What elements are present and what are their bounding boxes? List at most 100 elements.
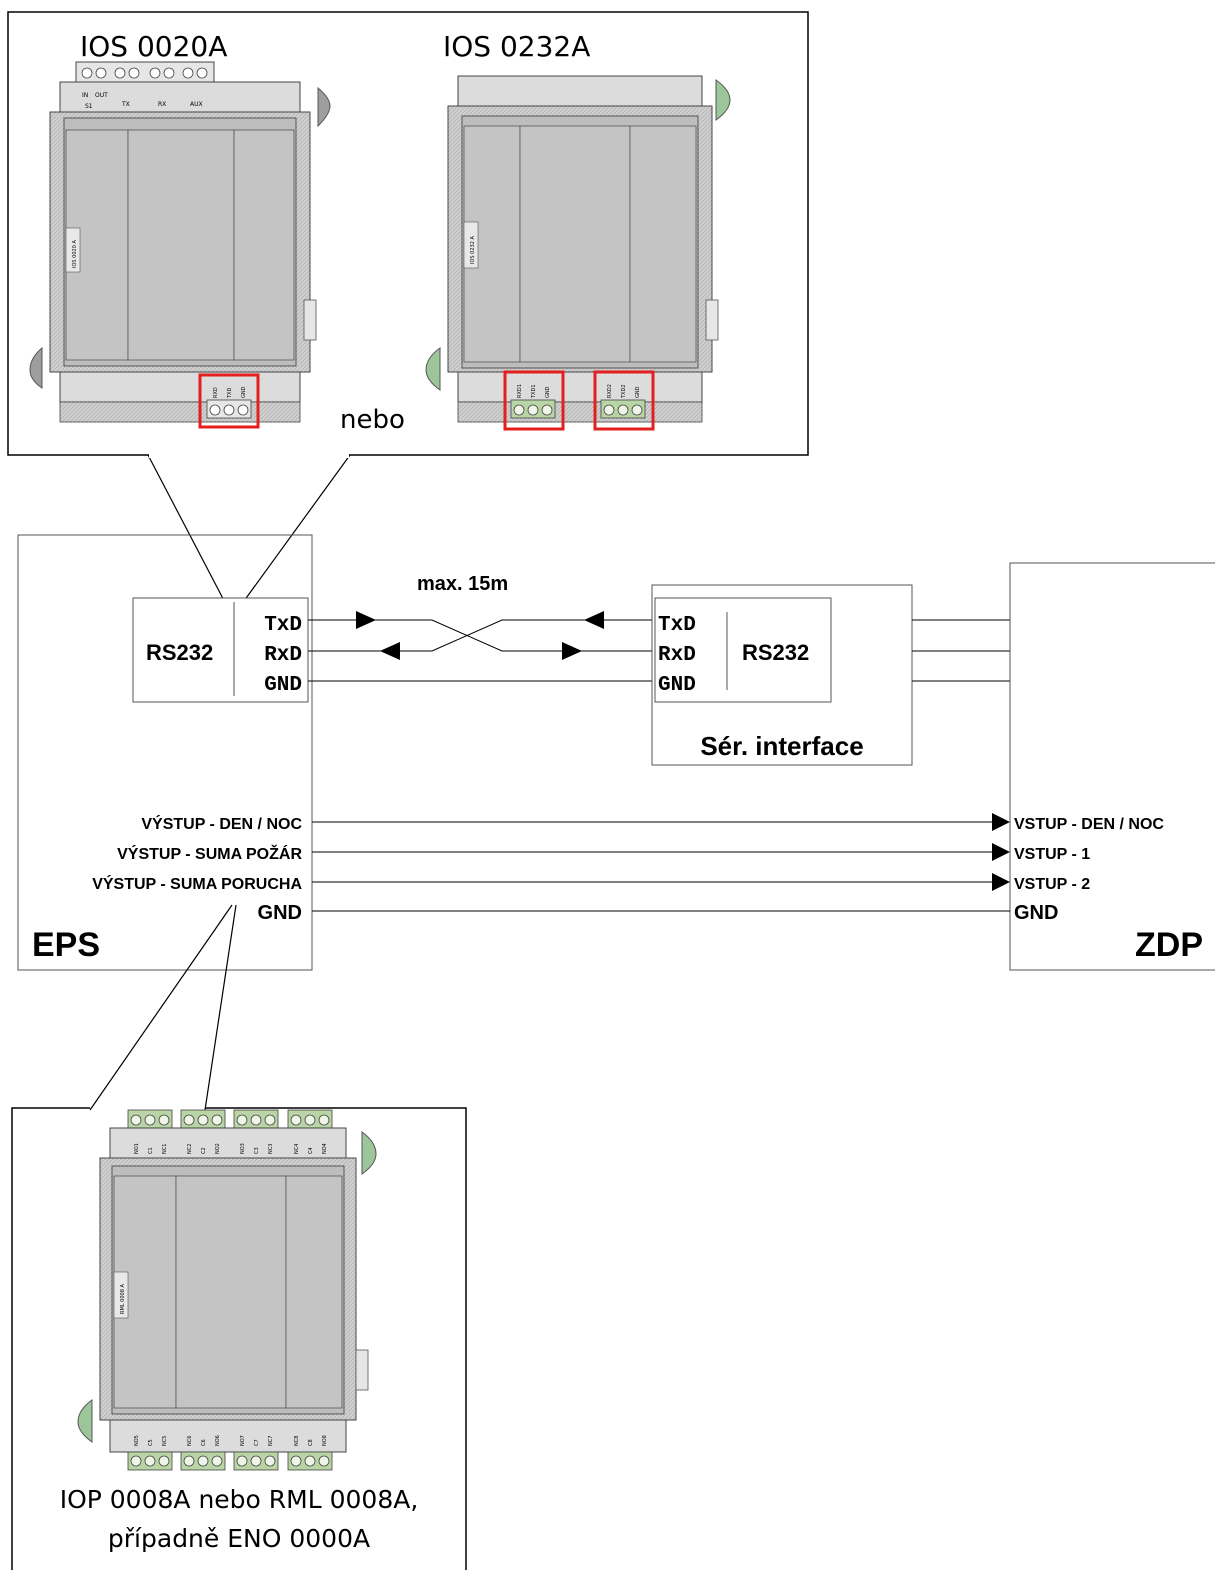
eps-output-day-night: VÝSTUP - DEN / NOC: [141, 814, 302, 833]
relay-bottom-terminal-label: C8: [308, 1439, 314, 1446]
ios0020a-module-image: IN OUT S1 TX RX AUX IOS 0020 A RXD TXD G…: [29, 61, 331, 429]
relay-top-terminal-label: C2: [201, 1147, 207, 1154]
relay-top-terminal-label: NC3: [268, 1144, 274, 1154]
relay-side-text: RML 0008 A: [120, 1284, 126, 1314]
serial-to-zdp-wiring: [912, 619, 1010, 682]
terminal-s1-label: S1: [85, 103, 93, 110]
relay-bottom-terminal-label: NC6: [187, 1436, 193, 1446]
relay-top-terminal-label: NC1: [162, 1144, 168, 1154]
arrow-right-icon: [562, 642, 582, 660]
serial-rs232-port: [654, 597, 832, 703]
din-clip-icon: [317, 86, 331, 128]
arrow-right-icon: [356, 611, 376, 629]
terminal-rxd-label: RXD: [213, 387, 219, 398]
bottom-callout: NO1 C1 NC1 NC2 C2 NO2 NO3 C3 NC3 NC4 C4 NO4 RML 000…: [11, 904, 467, 1570]
zdp-gnd: GND: [1014, 902, 1058, 924]
or-label: nebo: [340, 405, 405, 435]
relay-caption-line2: případně ENO 0000A: [108, 1524, 370, 1553]
output-wiring: [312, 821, 1010, 912]
arrow-left-icon: [584, 611, 604, 629]
terminal-rxd1-label: RXD1: [517, 384, 523, 398]
serial-rxd-label: RxD: [658, 644, 696, 667]
relay-bottom-terminal-label: NO8: [322, 1435, 328, 1446]
relay-module-image: NO1 C1 NC1 NC2 C2 NO2 NO3 C3 NC3 NC4 C4 NO4 RML 000…: [77, 1109, 377, 1471]
relay-bottom-terminal-label: NC8: [294, 1436, 300, 1446]
callout-pointer-right: [204, 904, 237, 1111]
module-label-ios0020a: IOS 0020A: [80, 30, 227, 63]
eps-output-gnd: GND: [258, 902, 302, 924]
eps-rs232-label: RS232: [146, 640, 213, 665]
serial-txd-label: TxD: [658, 614, 696, 637]
din-clip-icon: [29, 346, 43, 389]
relay-top-terminal-label: NO1: [134, 1143, 140, 1154]
relay-bottom-terminal-label: C7: [254, 1439, 260, 1446]
relay-top-terminal-label: NO3: [240, 1143, 246, 1154]
din-clip-icon: [361, 1131, 377, 1175]
relay-bottom-terminal-label: NC5: [162, 1436, 168, 1446]
callout-pointer-right: [235, 454, 351, 613]
wire-eps-rxd: [308, 619, 652, 652]
serial-interface: TxD RxD GND RS232 Sér. interface: [651, 584, 913, 766]
arrow-left-icon: [380, 642, 400, 660]
zdp-input-day-night: VSTUP - DEN / NOC: [1014, 816, 1164, 833]
module2-side-text: IOS 0232 A: [470, 236, 476, 264]
terminal-tx-label: TX: [121, 101, 130, 108]
serial-rs232-label: RS232: [742, 640, 809, 665]
zdp-label: ZDP: [1135, 926, 1203, 964]
zdp-input-1: VSTUP - 1: [1014, 846, 1090, 863]
callout-pointer-left: [147, 454, 231, 613]
terminal-txd-label: TXD: [227, 388, 233, 399]
terminal-rx-label: RX: [158, 101, 166, 108]
cable-length-note: max. 15m: [417, 573, 508, 595]
eps-rxd-label: RxD: [264, 644, 302, 667]
module-label-ios0232a: IOS 0232A: [443, 30, 590, 63]
highlight-box-ios0232a-port1: [503, 370, 565, 431]
terminal-txd1-label: TXD1: [531, 384, 537, 399]
top-terminal-block: [75, 61, 215, 85]
terminal-rxd2-label: RXD2: [607, 384, 613, 398]
serial-gnd-label: GND: [658, 674, 696, 697]
relay-caption-line1: IOP 0008A nebo RML 0008A,: [60, 1485, 419, 1514]
module1-side-text: IOS 0020 A: [72, 240, 78, 268]
relay-top-terminal-label: NO2: [215, 1143, 221, 1154]
relay-top-terminal-label: C1: [148, 1147, 154, 1154]
eps-gnd-label: GND: [264, 674, 302, 697]
terminal-in-label: IN: [82, 92, 88, 99]
relay-top-terminal-label: NC4: [294, 1144, 300, 1154]
eps-output-fire-sum: VÝSTUP - SUMA POŽÁR: [117, 844, 302, 863]
top-callout: IOS 0020A IOS 0232A nebo IN OUT S1 TX RX…: [7, 11, 809, 613]
eps-rs232-port: [132, 597, 309, 703]
relay-top-terminal-label: C4: [308, 1147, 314, 1154]
eps-panel: EPS RS232 TxD RxD GND VÝSTUP - DEN / NOC…: [17, 534, 313, 971]
relay-bottom-terminal-label: NO5: [134, 1435, 140, 1446]
terminal-aux-label: AUX: [190, 101, 203, 108]
eps-output-fault-sum: VÝSTUP - SUMA PORUCHA: [92, 874, 302, 893]
zdp-input-2: VSTUP - 2: [1014, 876, 1090, 893]
terminal-gnd-label: GND: [241, 386, 247, 398]
rs232-wiring: max. 15m: [308, 573, 652, 682]
relay-top-terminal-label: C3: [254, 1147, 260, 1154]
terminal-txd2-label: TXD2: [621, 384, 627, 399]
din-clip-icon: [425, 347, 441, 391]
eps-label: EPS: [32, 926, 100, 964]
ios0232a-module-image: IOS 0232 A RXD1 TXD1 GND RXD2 TXD2 GND: [425, 75, 731, 431]
relay-bottom-terminal-label: NC7: [268, 1436, 274, 1446]
terminal-gnd1-label: GND: [545, 386, 551, 398]
eps-txd-label: TxD: [264, 614, 302, 637]
arrow-right-icon: [992, 843, 1010, 861]
din-clip-icon: [715, 79, 731, 121]
relay-top-terminal-label: NC2: [187, 1144, 193, 1154]
relay-top-terminal-label: NO4: [322, 1143, 328, 1154]
relay-bottom-terminal-label: C6: [201, 1439, 207, 1446]
relay-bottom-terminal-label: NO6: [215, 1435, 221, 1446]
highlight-box-ios0020a: [198, 373, 260, 429]
terminal-gnd2-label: GND: [635, 386, 641, 398]
serial-interface-label: Sér. interface: [700, 731, 863, 761]
callout-pointer-left: [89, 904, 233, 1111]
din-clip-icon: [77, 1399, 93, 1443]
highlight-box-ios0232a-port2: [593, 370, 655, 431]
relay-bottom-terminal-label: C5: [148, 1439, 154, 1446]
arrow-right-icon: [992, 813, 1010, 831]
arrow-right-icon: [992, 873, 1010, 891]
